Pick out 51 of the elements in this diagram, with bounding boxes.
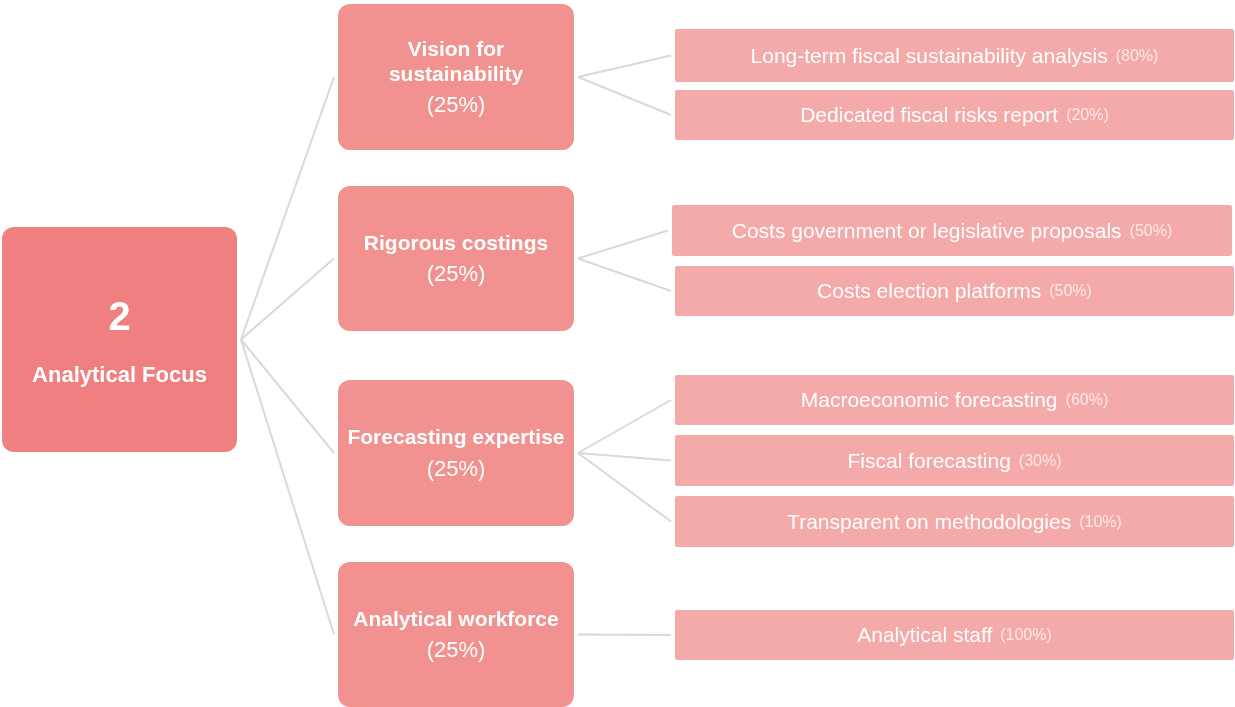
weight-label: (10%) <box>1079 512 1122 531</box>
criterion-title: Rigorous costings <box>363 229 549 256</box>
indicator-box <box>675 610 1234 660</box>
connector-line <box>577 229 669 260</box>
weight-label: (60%) <box>1065 391 1109 409</box>
connector-line <box>577 76 672 116</box>
indicator-box <box>675 435 1234 486</box>
criterion-box <box>338 380 574 526</box>
weight-label: (20%) <box>1066 106 1109 124</box>
connector-line <box>577 452 672 523</box>
weight-label: (100%) <box>1000 626 1052 644</box>
weight-label: (25%) <box>426 92 486 119</box>
connector-line <box>577 399 672 454</box>
connector-line <box>577 54 672 78</box>
weight-label: (80%) <box>1115 46 1159 65</box>
weight-label: (25%) <box>426 455 486 482</box>
criterion-title: Analytical workforce <box>353 605 559 632</box>
connector-line <box>577 257 672 292</box>
indicator-box <box>675 29 1234 82</box>
connector-line <box>577 633 672 636</box>
weight-label: (25%) <box>426 637 486 664</box>
criterion-title: Forecasting expertise <box>347 424 565 450</box>
criterion-box <box>338 562 574 707</box>
criterion-title: Vision for sustainability <box>387 35 525 87</box>
indicator-label: Fiscal forecasting <box>847 447 1011 474</box>
weight-label: (30%) <box>1018 451 1062 470</box>
indicator-box <box>672 205 1232 256</box>
connector-line <box>240 338 335 454</box>
indicator-box <box>675 375 1234 425</box>
indicator-label: Dedicated fiscal risks report <box>800 102 1059 128</box>
indicator-label: Long-term fiscal sustainability analysis <box>750 42 1108 69</box>
indicator-label: Macroeconomic forecasting <box>800 387 1058 413</box>
weight-label: (25%) <box>426 261 486 288</box>
category-box <box>2 227 237 452</box>
criterion-box <box>338 186 574 331</box>
indicator-label: Costs government or legislative proposals <box>731 217 1122 244</box>
criterion-box <box>338 4 574 150</box>
indicator-label: Analytical staff <box>857 622 993 648</box>
weight-label: (50%) <box>1049 282 1092 300</box>
connector-line <box>577 452 672 462</box>
indicator-label: Transparent on methodologies <box>787 508 1072 535</box>
connector-line <box>240 338 335 636</box>
indicator-box <box>675 90 1234 140</box>
indicator-box <box>675 266 1234 316</box>
indicator-box <box>675 496 1234 547</box>
category-title: Analytical Focus <box>32 361 207 388</box>
category-number: 2 <box>108 292 131 340</box>
connector-line <box>240 76 335 341</box>
indicator-label: Costs election platforms <box>817 278 1042 304</box>
connector-line <box>240 257 335 341</box>
weight-label: (50%) <box>1129 221 1173 240</box>
